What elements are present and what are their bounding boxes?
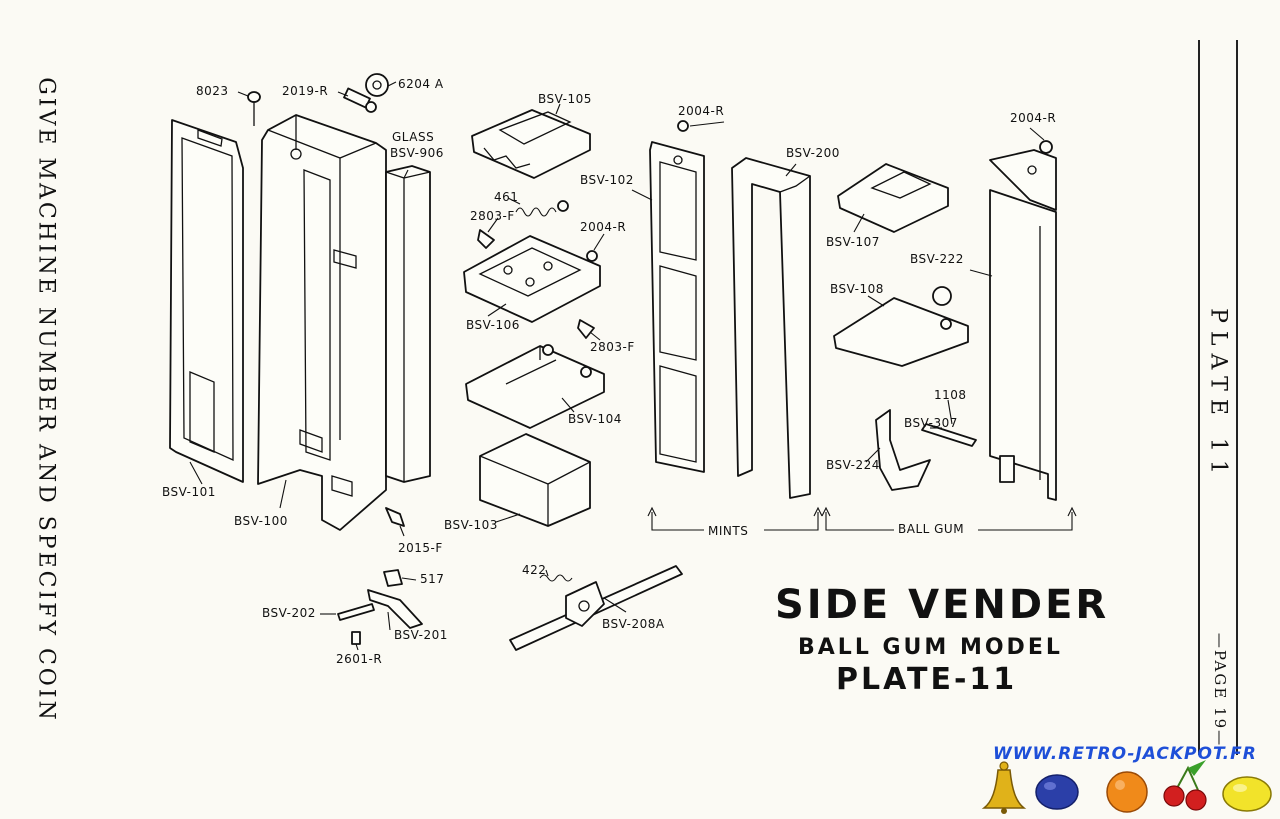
label-bsv307: BSV-307 [904, 416, 958, 430]
label-bsv201: BSV-201 [394, 628, 448, 642]
orange-icon [1106, 771, 1148, 813]
label-6204a: 6204 A [398, 77, 444, 91]
part-bsv224-drawing [875, 409, 931, 491]
part-8023-drawing [247, 91, 261, 126]
label-bsv107: BSV-107 [826, 235, 880, 249]
label-ball-gum-section: BALL GUM [898, 522, 965, 536]
label-bsv906: BSV-906 [390, 146, 444, 160]
section-arrows [647, 506, 1077, 531]
part-bsv202-drawing [337, 603, 375, 621]
label-bsv106: BSV-106 [466, 318, 520, 332]
label-422: 422 [522, 563, 547, 577]
margin-rule [1198, 40, 1200, 755]
part-2803f-lower-drawing [577, 319, 595, 339]
part-bsv208a-drawing [509, 565, 683, 651]
label-bsv100: BSV-100 [234, 514, 288, 528]
label-bsv208a: BSV-208A [602, 617, 665, 631]
label-2019r: 2019-R [282, 84, 329, 98]
label-2004r-right: 2004-R [1010, 111, 1057, 125]
label-bsv222: BSV-222 [910, 252, 964, 266]
label-mints-section: MINTS [708, 524, 749, 538]
part-2004r-drawing [586, 120, 1053, 262]
label-517: 517 [420, 572, 445, 586]
label-8023: 8023 [196, 84, 229, 98]
label-2015f: 2015-F [398, 541, 443, 555]
part-bsv307-drawing [921, 423, 977, 447]
lemon-icon [1222, 776, 1272, 812]
label-glass: GLASS [392, 130, 435, 144]
part-bsv105-drawing [471, 109, 591, 179]
part-2015f-drawing [385, 507, 405, 527]
label-bsv202: BSV-202 [262, 606, 316, 620]
part-422-spring-drawing [539, 574, 573, 582]
label-1108: 1108 [934, 388, 967, 402]
watermark-url: WWW.RETRO-JACKPOT.FR [993, 744, 1257, 764]
diagram-plate-number: PLATE-11 [836, 662, 1018, 697]
part-bsv103-drawing [479, 433, 591, 527]
part-2803f-drawing [477, 229, 495, 249]
diagram-title: SIDE VENDER [775, 582, 1110, 628]
label-bsv105: BSV-105 [538, 92, 592, 106]
label-bsv104: BSV-104 [568, 412, 622, 426]
label-bsv200: BSV-200 [786, 146, 840, 160]
margin-rule-outer [1236, 40, 1238, 755]
label-2803f-upper: 2803-F [470, 209, 515, 223]
diagram-subtitle: BALL GUM MODEL [798, 635, 1063, 660]
label-2004r-mid: 2004-R [580, 220, 627, 234]
leader-lines [189, 81, 1045, 651]
part-bsv106-drawing [463, 235, 601, 323]
plum-icon [1035, 774, 1079, 810]
cherries-icon [1163, 760, 1207, 811]
part-517-drawing [383, 569, 403, 587]
label-2803f-lower: 2803-F [590, 340, 635, 354]
part-bsv102-drawing [649, 141, 705, 473]
part-bsv107-drawing [837, 163, 949, 233]
part-2019r-drawing [343, 87, 377, 113]
label-bsv224: BSV-224 [826, 458, 880, 472]
label-bsv103: BSV-103 [444, 518, 498, 532]
part-bsv906-glass-drawing [385, 165, 431, 483]
part-461-spring-drawing [515, 200, 569, 217]
label-bsv102: BSV-102 [580, 173, 634, 187]
part-6204a-drawing [365, 73, 389, 97]
label-2004r-top: 2004-R [678, 104, 725, 118]
bell-icon [981, 761, 1027, 814]
part-bsv200-drawing [731, 157, 811, 499]
part-bsv100-drawing [257, 114, 387, 531]
part-bsv108-drawing [833, 286, 969, 367]
part-bsv201-drawing [367, 589, 423, 629]
label-461: 461 [494, 190, 519, 204]
part-2601r-drawing [351, 631, 361, 645]
part-bsv222-drawing [989, 149, 1057, 501]
part-bsv101-drawing [169, 119, 244, 483]
label-bsv108: BSV-108 [830, 282, 884, 296]
label-2601r: 2601-R [336, 652, 383, 666]
label-bsv101: BSV-101 [162, 485, 216, 499]
